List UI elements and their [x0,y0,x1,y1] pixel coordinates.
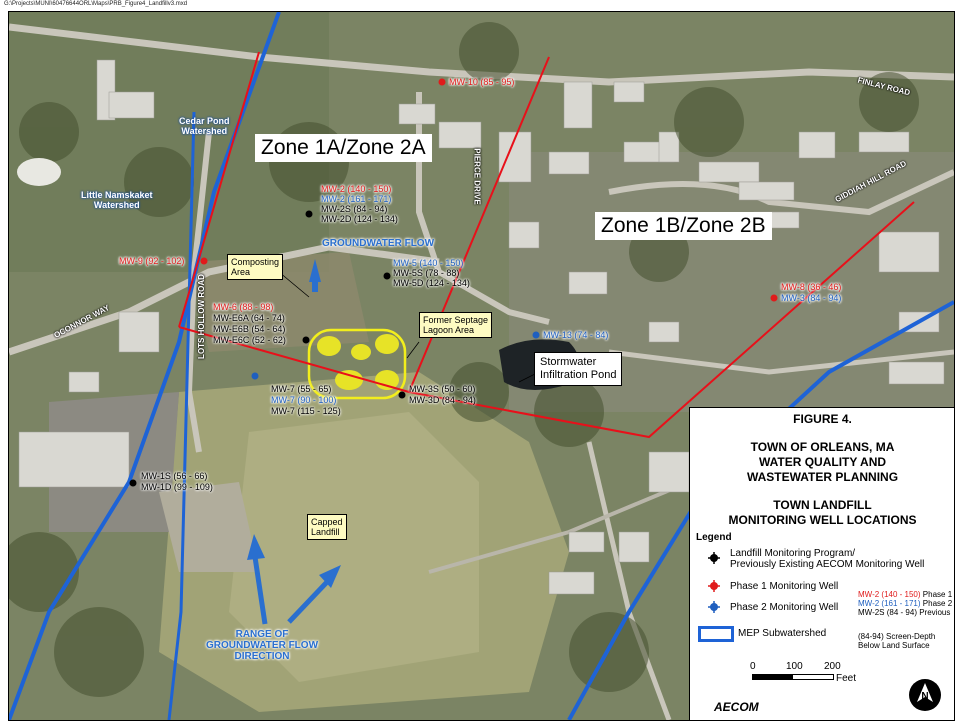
legend-item-mep: MEP Subwatershed [738,628,827,639]
cedar-pond-watershed-label: Cedar Pond Watershed [179,116,230,136]
figure-number: FIGURE 4. [793,412,852,426]
example-tag-phase2: Phase 2 [922,599,953,608]
example-label-phase1: MW-2 (140 - 150) Phase 1 [858,590,952,599]
well-label-mw3s: MW-3S (50 - 60) [409,384,476,394]
legend-label: Legend [696,532,732,543]
legend-title-line1: TOWN OF ORLEANS, MA [750,440,895,454]
well-label-mw3: MW-3 (84 - 94) [781,293,842,303]
legend-item-phase2: Phase 2 Monitoring Well [730,602,839,613]
example-label-previous: MW-2S (84 - 94) Previous [858,608,950,617]
legend-item-phase1: Phase 1 Monitoring Well [730,581,839,592]
well-label-mwe6a: MW-E6A (64 - 74) [213,313,285,323]
scale-bar-filled [753,675,793,679]
aecom-logo: AECOM [714,700,759,714]
phase2-well-symbol-icon [708,601,720,613]
example-value-previous: MW-2S (84 - 94) [858,608,917,617]
aerial-imagery [9,12,954,720]
well-label-mw2d: MW-2D (124 - 134) [321,214,398,224]
range-groundwater-flow-label: RANGE OF GROUNDWATER FLOW DIRECTION [205,629,319,662]
well-label-mw1d: MW-1D (99 - 109) [141,482,213,492]
legend-subtitle-line1: TOWN LANDFILL [773,498,872,512]
legend-item-landfill-line2: Previously Existing AECOM Monitoring Wel… [730,559,925,570]
example-value-phase2: MW-2 (161 - 171) [858,599,921,608]
well-label-mw7-deep: MW-7 (115 - 125) [271,406,341,416]
zone-1a-2a-label: Zone 1A/Zone 2A [255,134,432,162]
well-label-mw5: MW-5 (140 - 150) [393,258,464,268]
well-label-mw2-phase2: MW-2 (161 - 171) [321,194,392,204]
septage-lagoon-callout: Former Septage Lagoon Area [419,312,493,338]
well-label-mwe6b: MW-E6B (54 - 64) [213,324,286,334]
example-tag-phase1: Phase 1 [922,590,953,599]
legend-title-line3: WASTEWATER PLANNING [746,470,899,484]
stormwater-pond-callout: Stormwater Infiltration Pond [534,352,623,386]
well-label-mw2s: MW-2S (84 - 94) [321,204,388,214]
well-label-mw5d: MW-5D (124 - 134) [393,278,470,288]
well-label-mwe6c: MW-E6C (52 - 62) [213,335,286,345]
example-value-phase1: MW-2 (140 - 150) [858,590,921,599]
scale-label-200: 200 [824,661,841,672]
legend-item-landfill-line1: Landfill Monitoring Program/ [730,548,856,559]
capped-landfill-callout: Capped Landfill [307,514,347,540]
well-label-mw13: MW-13 (74 - 84) [543,330,609,340]
legend-title-line2: WATER QUALITY AND [758,455,887,469]
scale-label-0: 0 [750,661,756,672]
road-label-pierce: PIERCE DRIVE [472,148,482,205]
well-label-mw5s: MW-5S (78 - 88) [393,268,460,278]
example-tag-previous: Previous [919,608,951,617]
screen-depth-note-line2: Below Land Surface [858,641,930,650]
well-label-mw6: MW-6 (88 - 98) [213,302,274,312]
well-label-mw1s: MW-1S (56 - 66) [141,471,208,481]
svg-text:N: N [921,691,928,702]
scale-bar [752,674,834,680]
well-label-mw7-mid: MW-7 (90 - 100) [271,395,337,405]
legend-panel: FIGURE 4. TOWN OF ORLEANS, MA WATER QUAL… [689,407,954,720]
scale-label-100: 100 [786,661,803,672]
landfill-well-symbol-icon [708,552,720,564]
zone-1b-2b-label: Zone 1B/Zone 2B [595,212,772,240]
legend-subtitle-line2: MONITORING WELL LOCATIONS [728,513,917,527]
road-label-lots-hollow: LOTS HOLLOW ROAD [196,274,206,359]
well-label-mw8: MW-8 (36 - 46) [781,282,842,292]
well-label-mw7-shallow: MW-7 (55 - 65) [271,384,332,394]
aerial-map: Zone 1A/Zone 2A Zone 1B/Zone 2B FINLAY R… [8,11,955,721]
well-label-mw9: MW-9 (92 - 102) [119,256,185,266]
example-label-phase2: MW-2 (161 - 171) Phase 2 [858,599,952,608]
well-label-mw10: MW-10 (85 - 95) [449,77,515,87]
north-arrow-icon: N [909,679,941,711]
file-path: G:\Projects\MUNI\60476644ORL\Maps\PRB_Fi… [4,1,188,7]
phase1-well-symbol-icon [708,580,720,592]
little-namskaket-watershed-label: Little Namskaket Watershed [81,190,153,210]
groundwater-flow-label: GROUNDWATER FLOW [322,238,435,249]
mep-subwatershed-symbol-icon [698,626,734,642]
screen-depth-note-line1: (84-94) Screen-Depth [858,632,936,641]
composting-area-callout: Composting Area [227,254,284,280]
scale-unit: Feet [836,673,857,684]
well-label-mw3d: MW-3D (84 - 94) [409,395,476,405]
well-label-mw2-phase1: MW-2 (140 - 150) [321,184,392,194]
